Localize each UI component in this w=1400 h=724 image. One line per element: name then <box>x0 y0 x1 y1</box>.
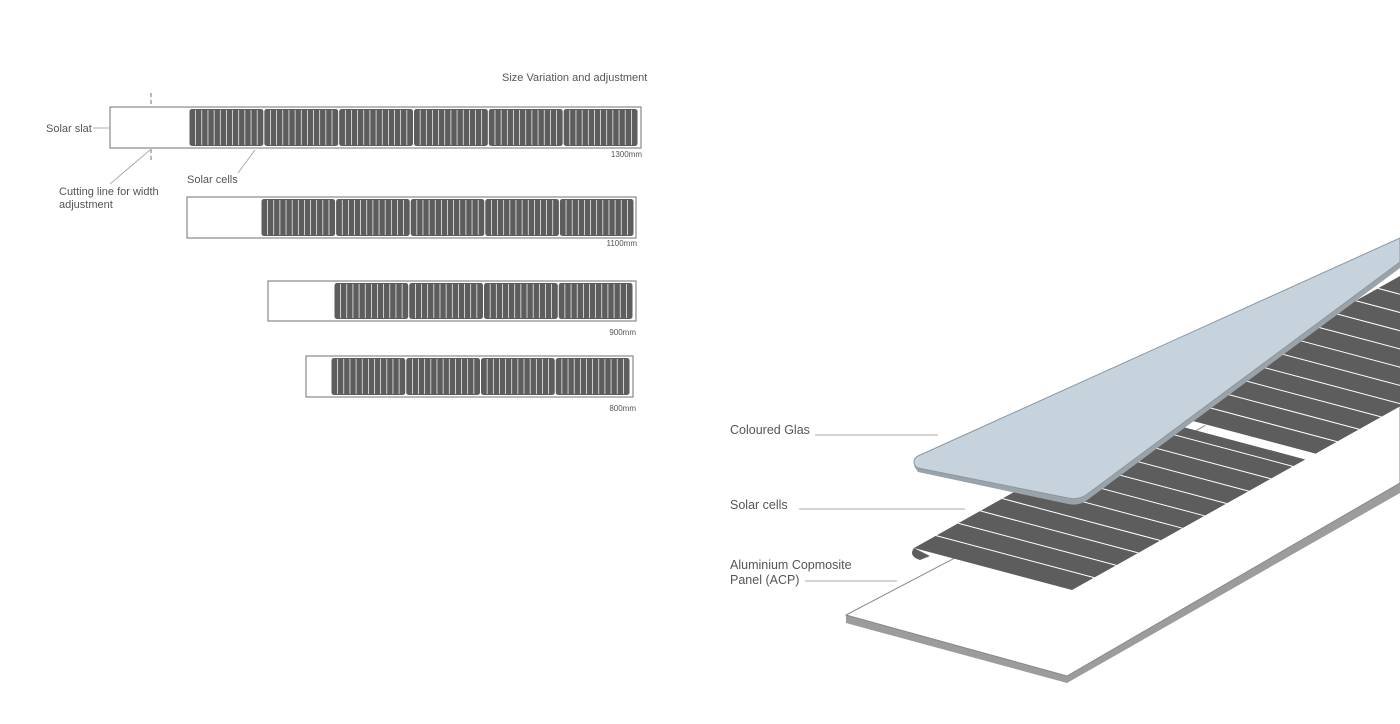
cell-divider <box>1355 300 1400 313</box>
cell-divider <box>1002 498 1161 542</box>
coloured-glass-layer <box>913 237 1400 505</box>
cell-divider <box>980 510 1139 554</box>
cell-divider <box>1267 349 1400 386</box>
acp-label-line-2: Panel (ACP) <box>730 573 800 587</box>
slat-length-1300: 1300mm <box>610 150 642 159</box>
solar-slat-label: Solar slat <box>46 123 92 135</box>
cell-divider <box>1311 324 1400 350</box>
cell-divider <box>1289 337 1400 368</box>
coloured-glas-label: Coloured Glas <box>730 423 810 437</box>
cell-end-cap <box>912 548 930 560</box>
glass-edge <box>914 262 1400 505</box>
solar-cells-leader <box>237 149 256 174</box>
cutting-line-leader <box>109 149 151 185</box>
solar-slat-1300mm <box>109 106 642 149</box>
solar-cells-label: Solar cells <box>187 174 238 186</box>
cell-divider <box>1223 374 1382 418</box>
slat-length-900: 900mm <box>609 328 636 337</box>
glass-top <box>913 237 1400 500</box>
size-variation-title: Size Variation and adjustment <box>502 72 648 84</box>
solar-slat-800mm <box>305 355 634 398</box>
cutting-line-label-2: adjustment <box>59 199 113 211</box>
cell-divider <box>935 535 1095 579</box>
cell-divider <box>1333 312 1400 332</box>
size-variation-diagram <box>93 93 642 398</box>
solar-slat-1100mm <box>186 196 637 239</box>
solar-cells-layer-label: Solar cells <box>730 498 788 512</box>
solar-cell-module <box>914 417 1306 590</box>
slat-length-1100: 1100mm <box>606 239 637 248</box>
acp-label-line-1: Aluminium Copmosite <box>730 558 852 572</box>
solar-slat-900mm <box>267 280 637 322</box>
cutting-line-label-1: Cutting line for width <box>59 186 159 198</box>
cell-divider <box>1245 362 1400 405</box>
slat-length-800: 800mm <box>609 404 636 413</box>
cell-divider <box>958 522 1117 566</box>
